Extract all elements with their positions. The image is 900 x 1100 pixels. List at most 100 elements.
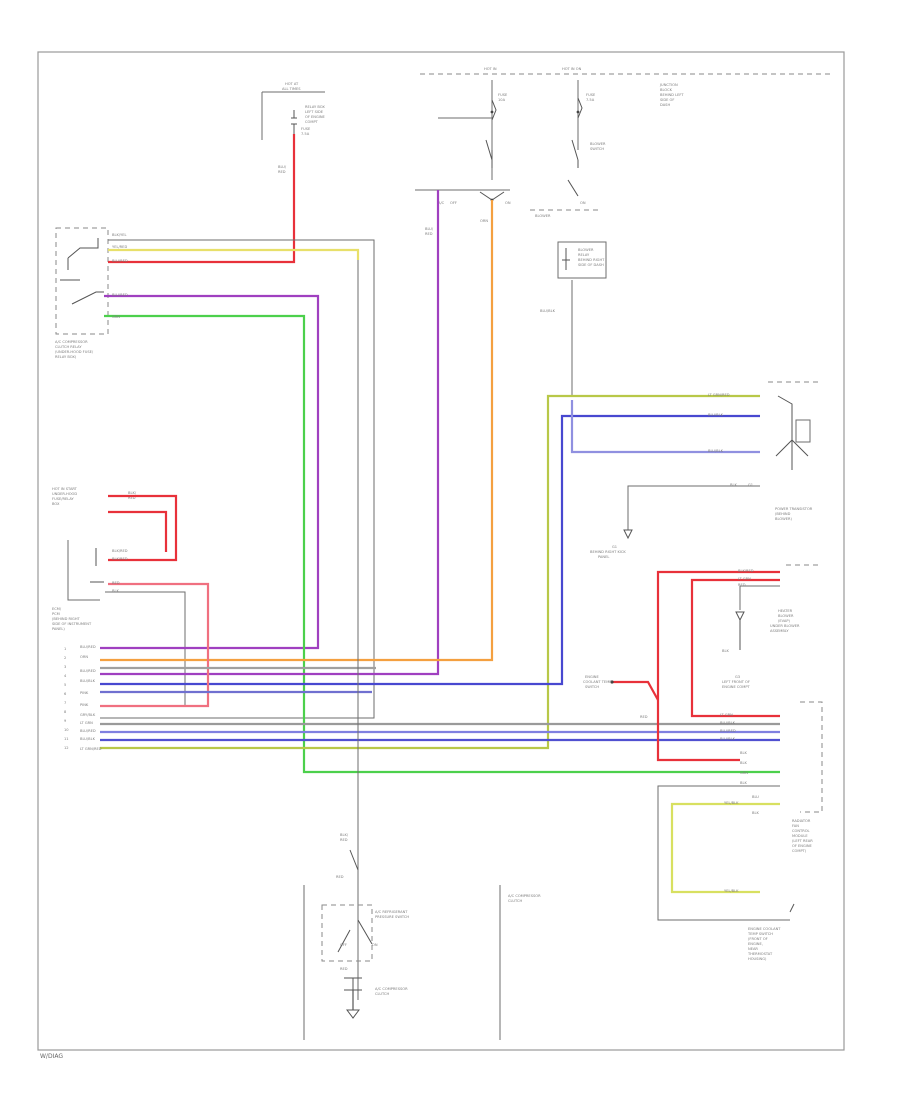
svg-text:ENGINE COOLANT: ENGINE COOLANT <box>748 927 781 931</box>
svg-text:GRN: GRN <box>740 771 748 775</box>
svg-text:RED: RED <box>340 838 348 842</box>
svg-text:TEMP SWITCH: TEMP SWITCH <box>747 932 773 936</box>
svg-text:ENGINE,: ENGINE, <box>748 942 763 946</box>
svg-text:LT GRN: LT GRN <box>738 577 751 581</box>
svg-text:(EVAP): (EVAP) <box>778 619 791 623</box>
svg-text:G3: G3 <box>735 675 740 679</box>
svg-text:BLK: BLK <box>740 751 747 755</box>
svg-text:COMPT): COMPT) <box>792 849 807 853</box>
svg-text:BLU/RED: BLU/RED <box>720 729 736 733</box>
svg-text:BLU/: BLU/ <box>278 165 287 169</box>
svg-text:BLOWER: BLOWER <box>578 248 594 252</box>
svg-text:OF ENGINE: OF ENGINE <box>792 844 813 848</box>
svg-text:BEHIND RIGHT KICK: BEHIND RIGHT KICK <box>590 550 626 554</box>
svg-text:(BEHIND: (BEHIND <box>775 512 791 516</box>
wire-blu <box>100 414 760 686</box>
svg-text:BLU/: BLU/ <box>425 227 434 231</box>
svg-text:8: 8 <box>64 710 67 714</box>
svg-text:PINK: PINK <box>80 703 89 707</box>
svg-text:YEL/BLK: YEL/BLK <box>724 801 739 805</box>
svg-text:G1: G1 <box>748 483 753 487</box>
svg-text:HEATER: HEATER <box>778 609 793 613</box>
svg-text:HOUSING): HOUSING) <box>748 957 767 961</box>
svg-text:RADIATOR: RADIATOR <box>792 819 811 823</box>
svg-text:BLK/YEL: BLK/YEL <box>112 233 127 237</box>
svg-text:HOT IN ON: HOT IN ON <box>562 67 582 71</box>
svg-text:UNDER-HOOD: UNDER-HOOD <box>52 492 77 496</box>
ecm-wire-labels: BLU/RED ORN BLU/RED BLU/BLK PINK PINK GR… <box>80 233 128 751</box>
svg-text:HOT AT: HOT AT <box>285 82 299 86</box>
svg-text:PANEL: PANEL <box>598 555 609 559</box>
svg-text:BLU/RED: BLU/RED <box>112 259 128 263</box>
svg-text:MODULE: MODULE <box>792 834 808 838</box>
svg-text:RED: RED <box>112 581 120 585</box>
ignition-switch-block: HOT IN HOT IN ON FUSE 10A FUSE 7.5A JUNC… <box>420 67 830 180</box>
svg-text:LT GRN/RED: LT GRN/RED <box>708 393 730 397</box>
svg-text:RELAY BOX): RELAY BOX) <box>55 355 77 359</box>
svg-text:COMPT: COMPT <box>305 120 319 124</box>
wire-lt-grn-red <box>100 394 760 750</box>
wire-blk-red-top <box>108 494 178 562</box>
svg-text:(FRONT OF: (FRONT OF <box>748 937 768 941</box>
svg-text:PCM: PCM <box>52 612 60 616</box>
svg-text:BLK/RED: BLK/RED <box>738 569 754 573</box>
evaporator-temp-sensor: BLK/RED LT GRN RED HEATER BLOWER (EVAP) … <box>656 564 822 762</box>
svg-text:BLU/BLK: BLU/BLK <box>720 721 736 725</box>
svg-text:A/C: A/C <box>438 201 445 205</box>
svg-text:FAN: FAN <box>792 824 799 828</box>
svg-text:10A: 10A <box>498 98 506 102</box>
svg-text:(UNDER-HOOD FUSE/: (UNDER-HOOD FUSE/ <box>55 350 94 354</box>
wire-blu-blk <box>570 400 760 454</box>
svg-text:RED: RED <box>425 232 433 236</box>
ac-compressor-clutch-relay: A/C COMPRESSOR CLUTCH RELAY (UNDER-HOOD … <box>55 227 109 359</box>
svg-text:SWITCH: SWITCH <box>585 685 599 689</box>
svg-text:FUSE: FUSE <box>586 93 596 97</box>
svg-text:HOT IN: HOT IN <box>484 67 497 71</box>
svg-text:JUNCTION: JUNCTION <box>659 83 678 87</box>
svg-text:RELAY BOX: RELAY BOX <box>305 105 325 109</box>
svg-text:GRY/BLK: GRY/BLK <box>80 713 96 717</box>
svg-text:BLK/RED: BLK/RED <box>112 549 128 553</box>
svg-text:LT GRN: LT GRN <box>80 721 93 725</box>
svg-text:SIDE OF INSTRUMENT: SIDE OF INSTRUMENT <box>52 622 92 626</box>
svg-text:4: 4 <box>64 674 67 678</box>
svg-text:BLK: BLK <box>722 649 729 653</box>
wire-violet-ignition <box>100 190 440 676</box>
svg-text:BLU/BLK: BLU/BLK <box>540 309 556 313</box>
svg-text:BLK: BLK <box>740 781 747 785</box>
svg-text:BLU/BLK: BLU/BLK <box>708 413 724 417</box>
wire-pink <box>100 582 210 708</box>
svg-text:PANEL): PANEL) <box>52 627 65 631</box>
compressor-relay-right: LT GRN BLU/BLK BLU/RED BLU/BLK BLK BLK G… <box>657 701 823 961</box>
svg-text:PINK: PINK <box>80 691 89 695</box>
svg-text:CLUTCH RELAY: CLUTCH RELAY <box>55 345 82 349</box>
power-transistor: LT GRN/RED BLU/BLK BLU/BLK BLK G1 POWER … <box>590 381 822 559</box>
svg-text:7: 7 <box>64 701 66 705</box>
svg-text:BLU/BLK: BLU/BLK <box>80 679 96 683</box>
svg-text:GRN: GRN <box>112 315 120 319</box>
svg-text:OFF: OFF <box>450 201 457 205</box>
svg-text:BLOWER: BLOWER <box>590 142 606 146</box>
svg-text:HOT IN START: HOT IN START <box>52 487 78 491</box>
svg-text:ECM/: ECM/ <box>52 607 62 611</box>
svg-text:LT GRN: LT GRN <box>720 713 733 717</box>
svg-text:BLU/RED: BLU/RED <box>112 293 128 297</box>
svg-text:BLU/BLK: BLU/BLK <box>720 737 736 741</box>
svg-text:5: 5 <box>64 683 66 687</box>
svg-text:BLU/RED: BLU/RED <box>80 645 96 649</box>
svg-text:SIDE OF DASH: SIDE OF DASH <box>578 263 604 267</box>
svg-text:G1: G1 <box>612 545 617 549</box>
svg-text:PRESSURE SWITCH: PRESSURE SWITCH <box>375 915 409 919</box>
svg-text:BLOCK: BLOCK <box>660 88 673 92</box>
svg-text:BLK/: BLK/ <box>340 833 349 837</box>
svg-text:BLK: BLK <box>752 811 759 815</box>
svg-text:BLOWER): BLOWER) <box>775 517 792 521</box>
svg-text:BEHIND LEFT: BEHIND LEFT <box>660 93 684 97</box>
engine-coolant-temp-switch: ENGINE COOLANT TEMP SWITCH RED <box>583 675 659 719</box>
svg-text:A/C COMPRESSOR: A/C COMPRESSOR <box>508 894 541 898</box>
svg-text:COOLANT TEMP: COOLANT TEMP <box>583 680 612 684</box>
svg-text:(BEHIND RIGHT: (BEHIND RIGHT <box>52 617 81 621</box>
svg-text:BLOWER: BLOWER <box>778 614 794 618</box>
svg-text:BLK: BLK <box>730 483 737 487</box>
